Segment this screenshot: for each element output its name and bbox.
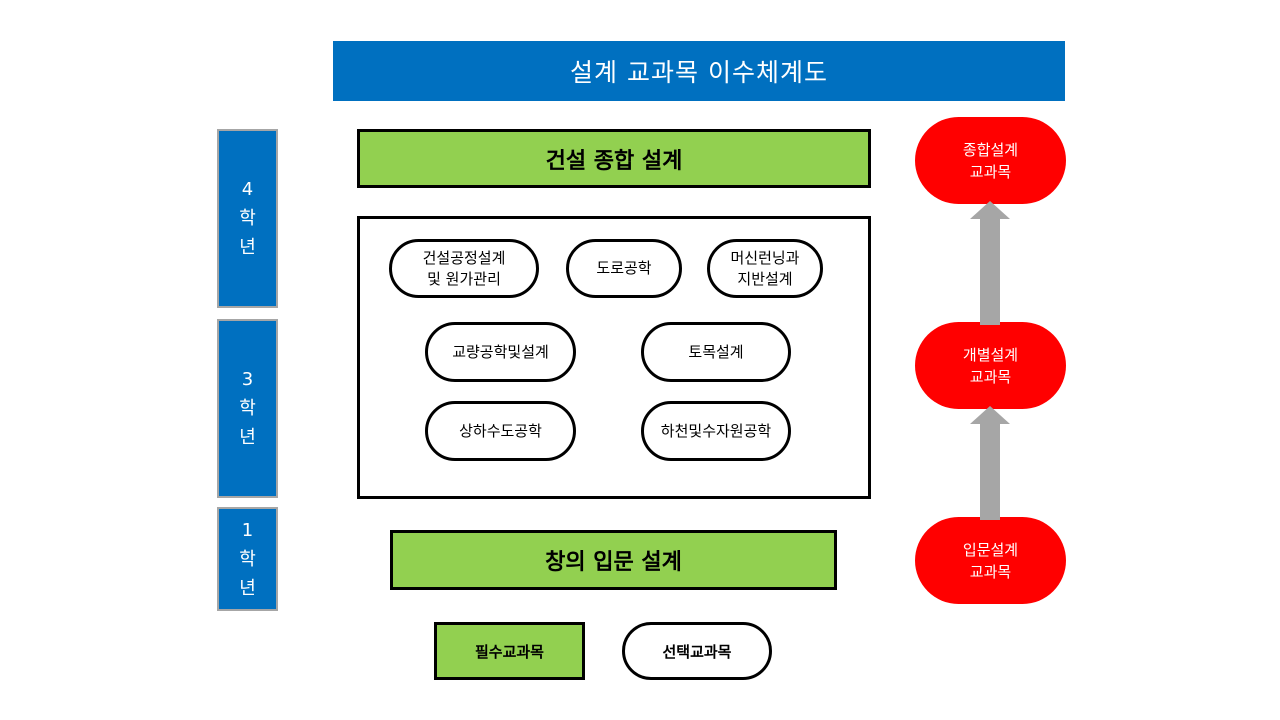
- year-1-char-hak: 학: [239, 548, 256, 570]
- course-bridge-engineering-design: 교량공학및설계: [425, 322, 576, 382]
- year-3-char-nyeon: 년: [239, 427, 256, 448]
- course-road-engineering: 도로공학: [566, 239, 682, 298]
- arrow-up-icon: [970, 406, 1010, 520]
- stage-individual-line1: 개별설계: [962, 345, 1019, 364]
- year-1-char-nyeon: 년: [239, 577, 256, 599]
- capstone-design-box: 건설 종합 설계: [357, 129, 871, 188]
- course-river-water-resources: 하천및수자원공학: [641, 401, 791, 461]
- intro-design-box: 창의 입문 설계: [390, 530, 837, 590]
- year-1-number: 1: [241, 519, 254, 541]
- stage-individual-design: 개별설계 교과목: [915, 322, 1066, 409]
- stage-introductory-design: 입문설계 교과목: [915, 517, 1066, 604]
- legend-elective-courses: 선택교과목: [622, 622, 772, 680]
- stage-comprehensive-design: 종합설계 교과목: [915, 117, 1066, 204]
- year-4-number: 4: [241, 179, 254, 200]
- year-4-label: 4 학 년: [217, 129, 278, 308]
- year-3-char-hak: 학: [239, 398, 256, 419]
- stage-individual-line2: 교과목: [969, 367, 1012, 386]
- year-4-char-hak: 학: [239, 208, 256, 229]
- course-ml-line2: 지반설계: [737, 269, 793, 288]
- legend-required-courses: 필수교과목: [434, 622, 585, 680]
- course-construction-process-line2: 및 원가관리: [427, 269, 501, 288]
- course-water-supply-engineering: 상하수도공학: [425, 401, 576, 461]
- stage-comprehensive-line2: 교과목: [969, 162, 1012, 181]
- year-3-number: 3: [241, 369, 254, 390]
- year-3-label: 3 학 년: [217, 319, 278, 498]
- course-civil-design: 토목설계: [641, 322, 791, 382]
- year-4-char-nyeon: 년: [239, 237, 256, 258]
- course-construction-process-line1: 건설공정설계: [422, 248, 506, 267]
- year-1-label: 1 학 년: [217, 507, 278, 611]
- arrow-up-icon: [970, 201, 1010, 325]
- diagram-title: 설계 교과목 이수체계도: [333, 41, 1065, 101]
- stage-introductory-line1: 입문설계: [962, 540, 1019, 559]
- stage-comprehensive-line1: 종합설계: [962, 140, 1019, 159]
- course-machine-learning-ground-design: 머신런닝과 지반설계: [707, 239, 823, 298]
- course-ml-line1: 머신런닝과: [730, 248, 800, 267]
- course-construction-process-design: 건설공정설계 및 원가관리: [389, 239, 539, 298]
- stage-introductory-line2: 교과목: [969, 562, 1012, 581]
